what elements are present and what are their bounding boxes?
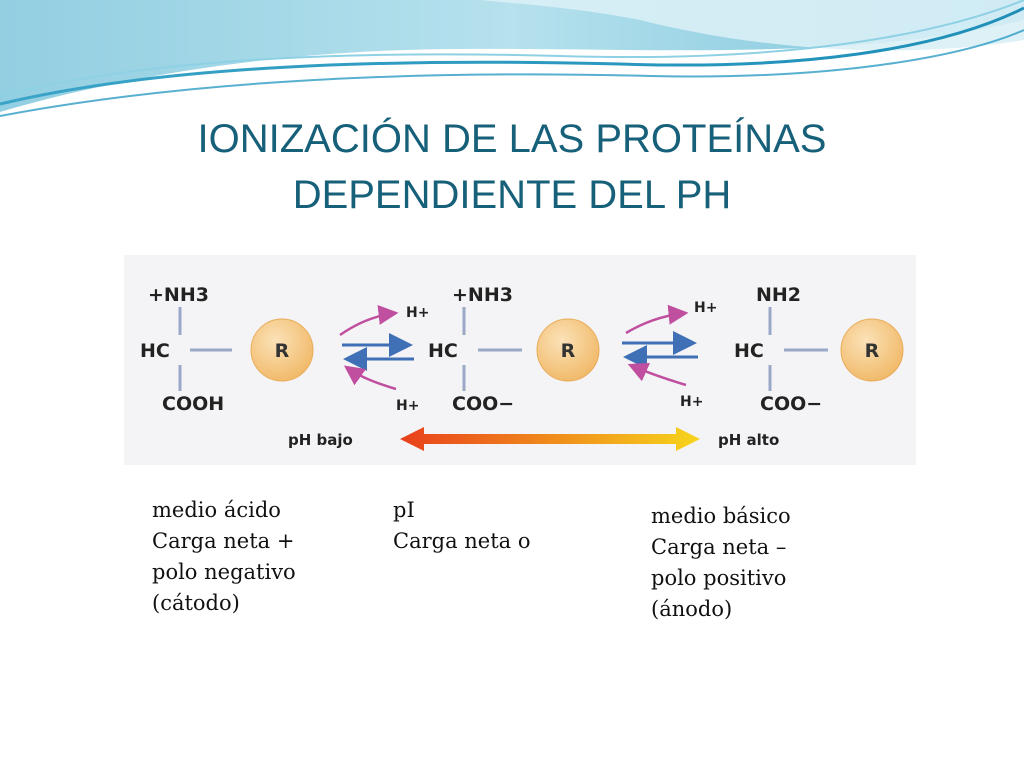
acid-line: medio ácido [152,498,281,522]
proton-uptake-arrow [627,362,687,387]
ph-low-label: pH bajo [288,431,353,449]
proton-label: H+ [396,398,419,414]
carbon-label: HC [428,340,458,362]
ionization-diagram: +NH3 HC R COOH H+ H+ +NH3 HC R COO− H+ H… [124,255,916,465]
slide-title-line-2: DEPENDIENTE DEL PH [292,172,732,217]
acid-line: Carga neta + [152,529,295,553]
basic-medium-description: medio básico Carga neta – polo positivo … [651,501,791,625]
ph-gradient-arrow [400,427,700,451]
acid-line: (cátodo) [152,591,240,615]
equilibrium-arrows-right: H+ H+ [622,300,717,410]
acid-medium-description: medio ácido Carga neta + polo negativo (… [152,495,296,619]
carbon-label: HC [734,340,764,362]
r-group-circle [250,318,314,382]
r-group-label: R [561,340,576,362]
pi-line: Carga neta o [393,529,531,553]
r-group-label: R [865,340,880,362]
proton-release-arrow [339,304,399,337]
basic-line: medio básico [651,504,791,528]
amino-group-label: NH2 [756,284,801,306]
basic-line: polo positivo [651,566,787,590]
r-group-circle [840,318,904,382]
proton-release-arrow [625,304,689,335]
basic-line: Carga neta – [651,535,787,559]
equilibrium-arrows-left: H+ H+ [339,304,429,414]
carboxyl-group-label: COO− [760,393,822,415]
molecule-deprotonated: NH2 HC R COO− [734,284,904,415]
carboxyl-group-label: COO− [452,393,514,415]
ph-high-label: pH alto [718,431,779,449]
isoelectric-point-description: pI Carga neta o [393,495,531,557]
proton-label: H+ [406,305,429,321]
proton-label: H+ [680,394,703,410]
carbon-label: HC [140,340,170,362]
amino-group-label: +NH3 [452,284,513,306]
proton-uptake-arrow [343,365,397,391]
proton-label: H+ [694,300,717,316]
molecule-zwitterion: +NH3 HC R COO− [428,284,600,415]
amino-group-label: +NH3 [148,284,209,306]
acid-line: polo negativo [152,560,296,584]
r-group-label: R [275,340,290,362]
slide-title-line-1: IONIZACIÓN DE LAS PROTEÍNAS [197,116,827,161]
r-group-circle [536,318,600,382]
carboxyl-group-label: COOH [162,393,224,415]
molecule-protonated: +NH3 HC R COOH [140,284,314,415]
wave-header-decoration [0,0,1024,117]
ph-scale: pH bajo pH alto [288,427,779,451]
pi-line: pI [393,498,415,522]
basic-line: (ánodo) [651,597,733,621]
slide-title: IONIZACIÓN DE LAS PROTEÍNAS DEPENDIENTE … [112,111,912,223]
